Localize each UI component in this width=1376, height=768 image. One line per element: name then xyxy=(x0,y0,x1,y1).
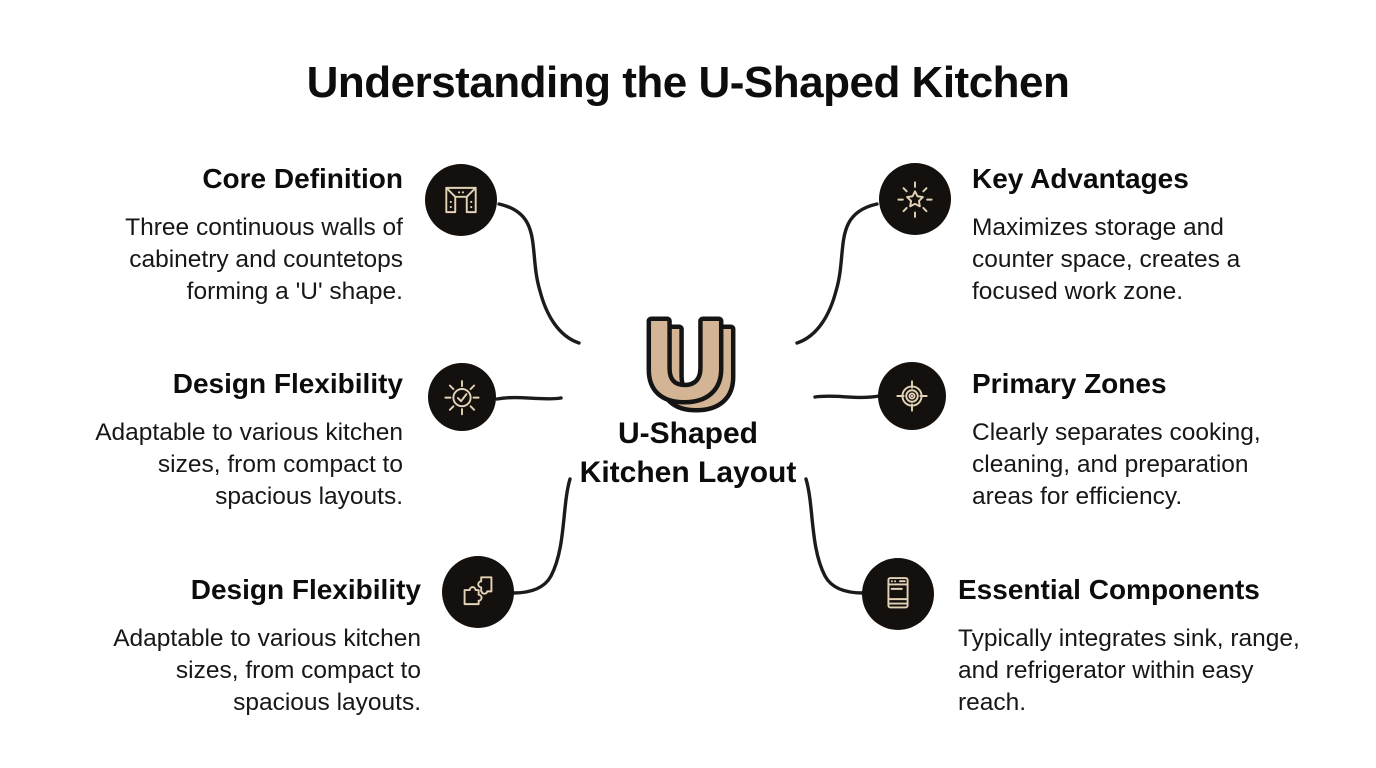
node-description: Adaptable to various kitchen sizes, from… xyxy=(95,419,403,510)
u-glyph-front: U xyxy=(644,297,726,423)
connector-bottom-left xyxy=(511,477,572,595)
node-title: Design Flexibility xyxy=(190,574,421,605)
node-title: Key Advantages xyxy=(972,163,1189,194)
node-description: Three continuous walls of cabinetry and … xyxy=(125,214,403,305)
range-appliance-icon xyxy=(862,558,934,630)
u-glyph-back: U xyxy=(656,305,738,431)
connector-bottom-right xyxy=(804,477,865,595)
connector-lines xyxy=(495,202,881,595)
node-description: Adaptable to various kitchen sizes, from… xyxy=(113,625,421,716)
node-key-advantages: Key Advantages Maximizes storage and cou… xyxy=(972,162,1272,308)
star-burst-icon xyxy=(879,163,951,235)
target-icon xyxy=(878,362,946,430)
node-essential-components: Essential Components Typically integrate… xyxy=(958,573,1306,719)
page-title: Understanding the U-Shaped Kitchen xyxy=(306,58,1070,107)
node-description: Typically integrates sink, range, and re… xyxy=(958,625,1300,716)
center-label: U-Shaped Kitchen Layout xyxy=(508,414,868,492)
center-label-line1: U-Shaped xyxy=(617,417,758,450)
node-description: Maximizes storage and counter space, cre… xyxy=(972,214,1241,305)
connector-mid-right xyxy=(813,394,881,400)
node-title: Core Definition xyxy=(202,163,403,194)
sun-check-icon xyxy=(428,363,496,431)
connector-top-right xyxy=(795,202,879,345)
node-design-flexibility-1: Design Flexibility Adaptable to various … xyxy=(63,367,403,513)
center-label-line2: Kitchen Layout xyxy=(579,456,797,489)
node-design-flexibility-2: Design Flexibility Adaptable to various … xyxy=(76,573,421,719)
node-title: Primary Zones xyxy=(972,368,1167,399)
connector-top-left xyxy=(497,202,581,345)
node-title: Essential Components xyxy=(958,574,1260,605)
node-primary-zones: Primary Zones Clearly separates cooking,… xyxy=(972,367,1282,513)
node-core-definition: Core Definition Three continuous walls o… xyxy=(81,162,403,308)
node-title: Design Flexibility xyxy=(172,368,403,399)
center-u-glyph: U U xyxy=(640,293,743,436)
kitchen-cabinets-icon xyxy=(425,164,497,236)
node-description: Clearly separates cooking, cleaning, and… xyxy=(972,419,1261,510)
connector-mid-left xyxy=(495,395,563,401)
puzzle-pieces-icon xyxy=(442,556,514,628)
